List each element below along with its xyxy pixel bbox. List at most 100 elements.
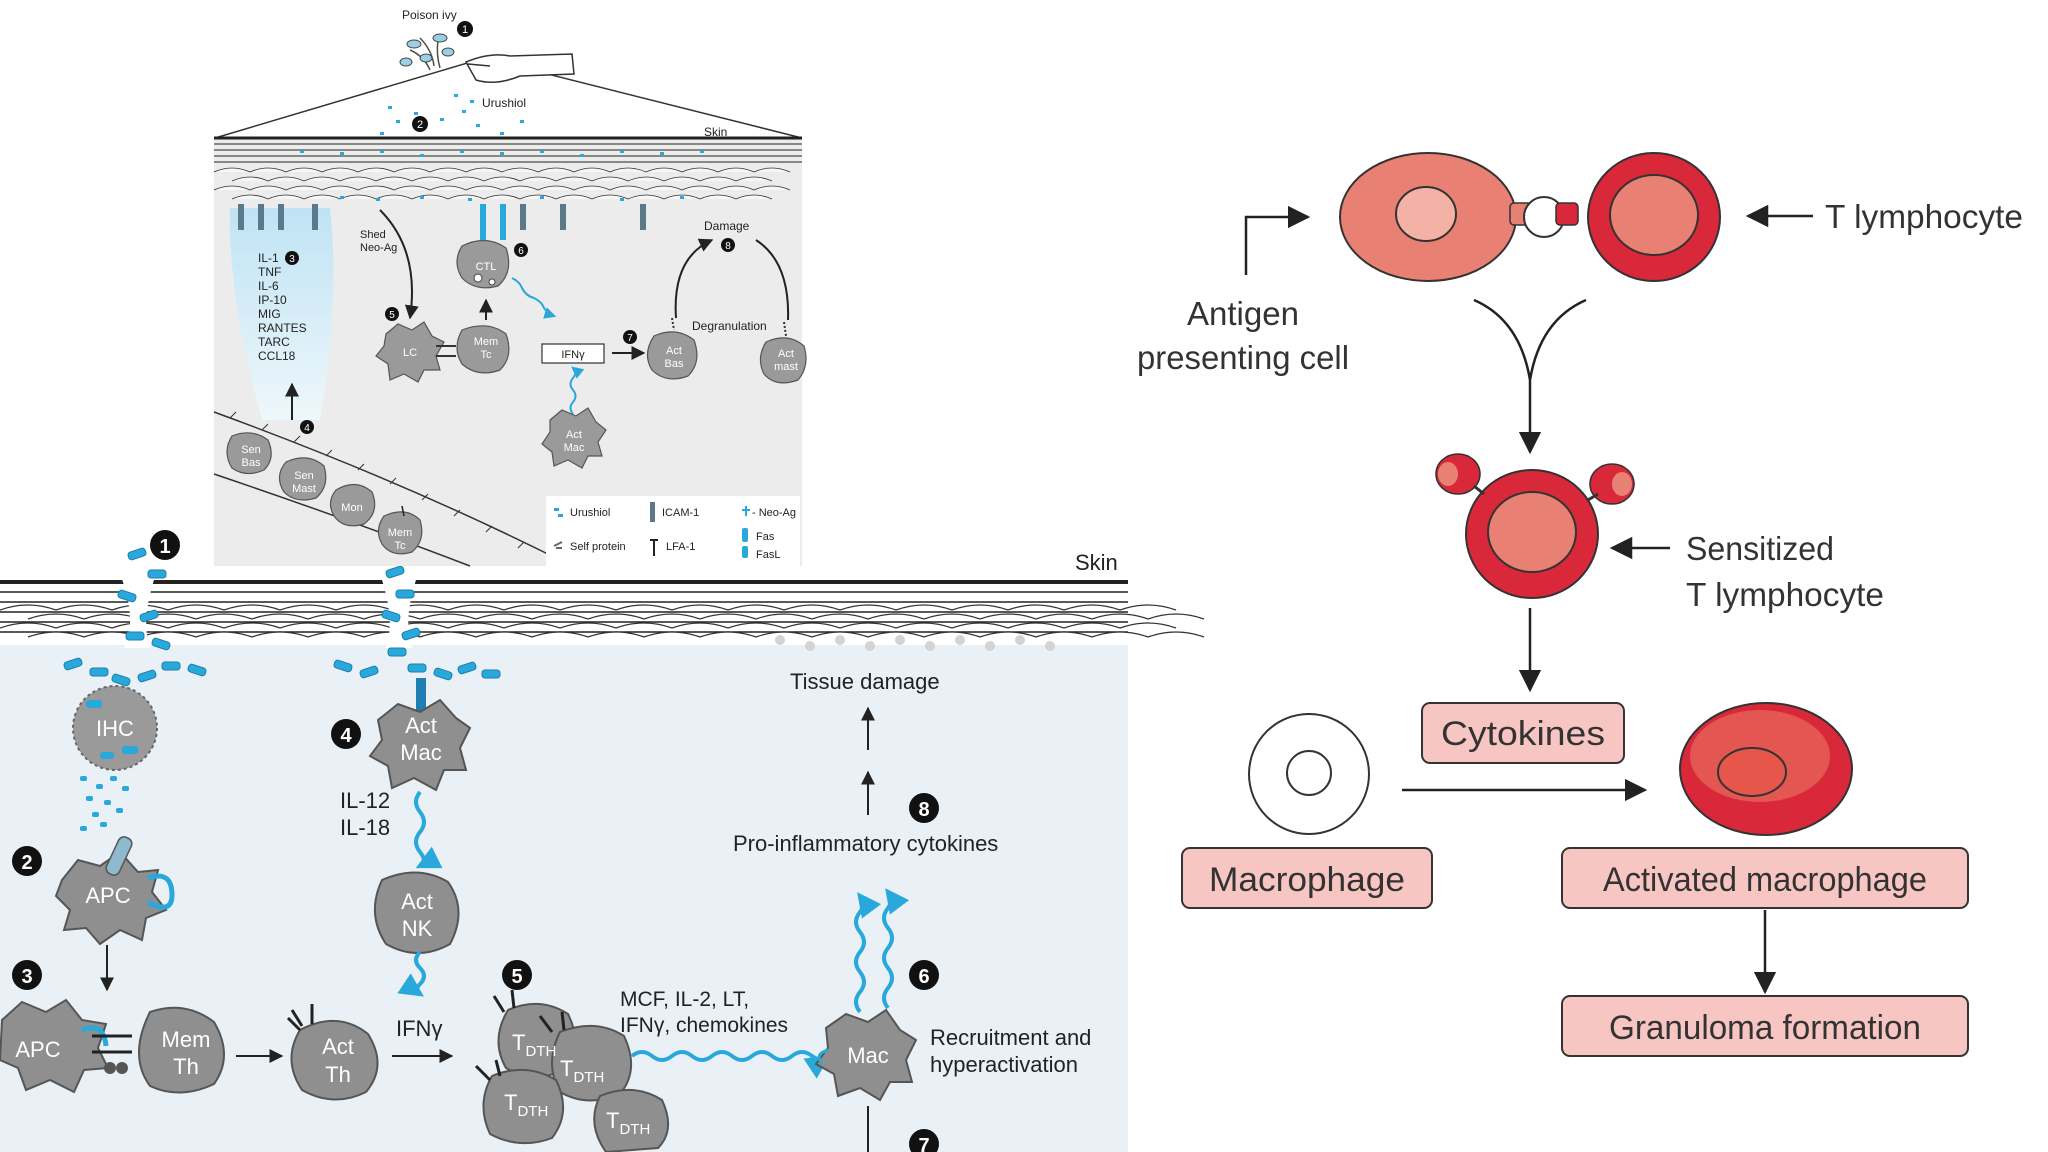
granuloma-box — [1561, 995, 1969, 1057]
svg-text:Act: Act — [566, 429, 582, 441]
legend-urushiol-icon — [554, 508, 563, 517]
lower-step-7: 7 — [909, 1129, 939, 1152]
granuloma-label: Granuloma formation — [1609, 1009, 1921, 1047]
svg-text:Act: Act — [405, 713, 437, 738]
svg-text:7: 7 — [627, 333, 633, 344]
svg-text:Bas: Bas — [665, 358, 684, 370]
svg-text:8: 8 — [725, 241, 731, 252]
inset-mem-tc-vessel-cell: Mem Tc — [377, 505, 423, 555]
svg-text:FasL: FasL — [756, 549, 780, 561]
svg-text:2: 2 — [417, 119, 423, 131]
svg-text:5: 5 — [389, 310, 395, 321]
cytokines-label: Cytokines — [1441, 715, 1605, 753]
right-flow-diagram: Antigen presenting cell T lymphocyte Sen… — [1137, 152, 2023, 1057]
svg-text:8: 8 — [918, 799, 929, 821]
tdth-cluster: TDTH TDTH TDTH TDTH — [474, 989, 669, 1152]
inset-step-5: 5 — [385, 307, 399, 321]
svg-text:APC: APC — [15, 1037, 60, 1062]
hand-icon — [464, 53, 575, 83]
svg-text:Tc: Tc — [481, 349, 493, 361]
wavy-arrow-mac-up-1 — [854, 892, 882, 1014]
wavy-arrow-mac-to-nk — [414, 790, 443, 869]
t-lymphocyte-label: T lymphocyte — [1825, 198, 2023, 235]
act-th-cell: Act Th — [286, 1004, 379, 1101]
inset-skin-layers — [213, 136, 802, 240]
legend-self-protein-icon — [553, 541, 563, 549]
svg-text:Sen: Sen — [294, 470, 314, 482]
inset-gradient-plume — [229, 208, 334, 420]
lc-cell: LC — [375, 321, 445, 383]
activated-macrophage-nucleus — [1717, 747, 1787, 797]
sensitized-label-line2: T lymphocyte — [1686, 576, 1884, 613]
svg-text:Mast: Mast — [292, 483, 316, 495]
mcf-label-line1: MCF, IL-2, LT, — [620, 988, 749, 1011]
svg-text:TDTH: TDTH — [560, 1056, 604, 1086]
lower-step-3: 3 — [12, 960, 42, 990]
il12-label: IL-12 — [340, 788, 390, 813]
svg-text:IL-1: IL-1 — [258, 251, 279, 265]
svg-text:Urushiol: Urushiol — [570, 507, 610, 519]
inset-mem-tc-cell: Mem Tc — [456, 325, 510, 374]
ihc-released-particles — [80, 776, 129, 831]
antigen-label-line2: presenting cell — [1137, 339, 1349, 376]
degranulation-label: Degranulation — [692, 319, 767, 333]
svg-text:TDTH: TDTH — [504, 1090, 548, 1120]
act-nk-cell: Act NK — [373, 871, 460, 954]
svg-text:6: 6 — [918, 966, 929, 988]
inset-act-bas-cell: Act Bas — [646, 317, 698, 380]
apc-mem-th-synapse: APC Mem Th — [0, 998, 225, 1094]
legend-neo-ag-icon — [742, 506, 750, 516]
recruitment-label-line1: Recruitment and — [930, 1025, 1091, 1050]
svg-text:5: 5 — [511, 966, 522, 988]
svg-text:MIG: MIG — [258, 307, 281, 321]
svg-text:Mac: Mac — [564, 442, 585, 454]
wavy-arrow-mac-up-2 — [882, 888, 910, 1010]
inset-cytokine-list: IL-1 TNF IL-6 IP-10 MIG RANTES TARC CCL1… — [258, 251, 307, 363]
svg-text:Mem: Mem — [162, 1027, 211, 1052]
poison-ivy-label: Poison ivy — [402, 8, 457, 22]
inset-arrow-mast-from-damage — [755, 239, 790, 321]
ctl-cell: CTL — [456, 239, 510, 289]
act-mac-cell: Act Mac — [368, 678, 472, 792]
svg-text:ICAM-1: ICAM-1 — [662, 507, 699, 519]
shed-label-line1: Shed — [360, 229, 386, 241]
inset-step-4: 4 — [300, 420, 314, 434]
pro-inflammatory-label: Pro-inflammatory cytokines — [733, 831, 998, 856]
svg-text:Mem: Mem — [474, 336, 498, 348]
inset-step-1: 1 — [457, 21, 473, 37]
inset-step-3: 3 — [285, 251, 299, 265]
apc-cell-top: APC — [54, 836, 175, 946]
macrophage-box — [1181, 847, 1433, 909]
svg-text:Mac: Mac — [400, 740, 442, 765]
svg-text:TNF: TNF — [258, 265, 281, 279]
svg-text:4: 4 — [340, 725, 352, 747]
t-lymphocyte-nucleus — [1609, 174, 1699, 256]
svg-text:7: 7 — [918, 1135, 929, 1152]
il18-label: IL-18 — [340, 815, 390, 840]
svg-text:Mon: Mon — [341, 502, 362, 514]
svg-text:1: 1 — [159, 536, 170, 558]
lower-skin-layers — [0, 574, 1205, 648]
inset-urushiol-particles — [300, 94, 704, 201]
mcf-label-line2: IFNγ, chemokines — [620, 1014, 788, 1037]
inset-step-6: 6 — [514, 243, 528, 257]
inset-skin-label: Skin — [704, 125, 727, 139]
sensitized-label-line1: Sensitized — [1686, 530, 1834, 567]
inset-step-8: 8 — [721, 238, 735, 252]
inset-act-mast-cell: Act mast — [759, 321, 807, 384]
svg-text:IP-10: IP-10 — [258, 293, 287, 307]
svg-text:Act: Act — [778, 348, 794, 360]
wavy-arrow-nk-to-ifng — [397, 950, 426, 997]
legend-fas-icon — [742, 528, 748, 542]
svg-text:Th: Th — [173, 1054, 199, 1079]
svg-text:Bas: Bas — [242, 457, 261, 469]
svg-text:Tc: Tc — [395, 540, 407, 552]
macrophage-nucleus — [1286, 750, 1332, 796]
inset-wavy-mac-to-ifng — [569, 366, 585, 415]
legend-lfa-icon — [650, 539, 658, 556]
lower-step-6: 6 — [909, 960, 939, 990]
svg-text:RANTES: RANTES — [258, 321, 307, 335]
svg-text:2: 2 — [21, 852, 32, 874]
inset-urushiol-label: Urushiol — [482, 96, 526, 110]
svg-text:IHC: IHC — [96, 716, 134, 741]
